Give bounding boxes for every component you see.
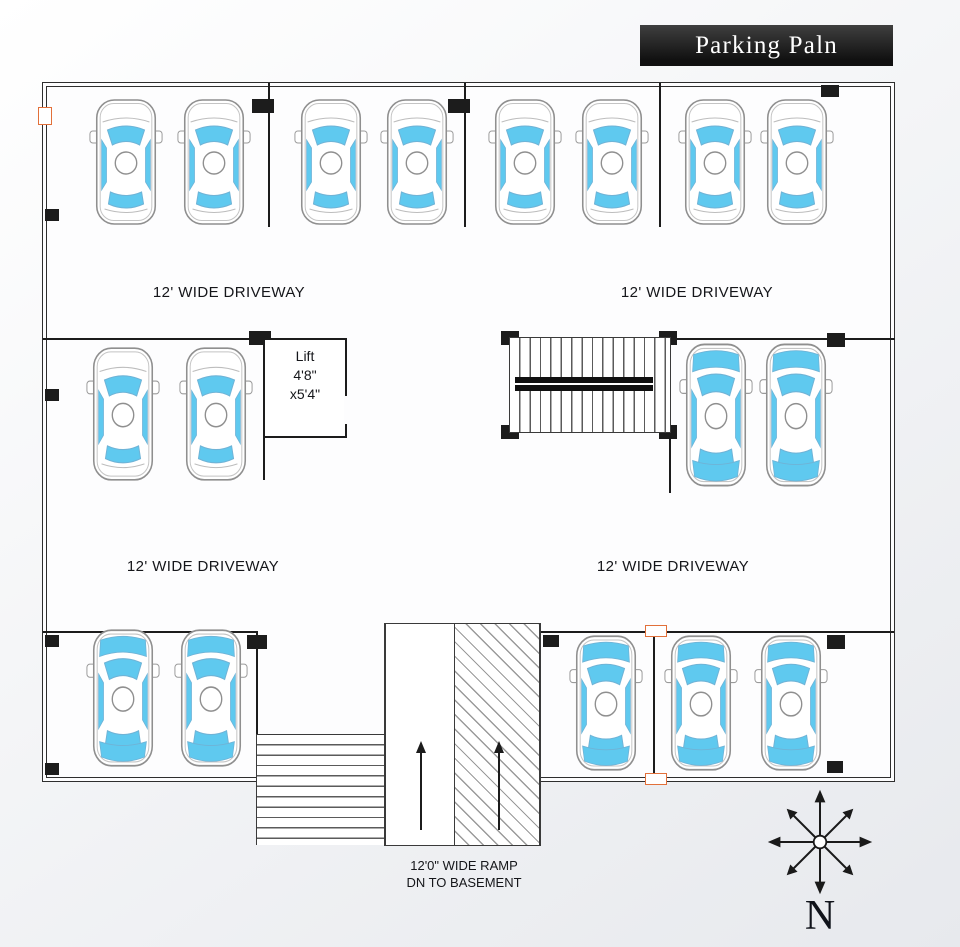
column xyxy=(827,333,845,347)
ramp-edge xyxy=(384,624,386,845)
page-title: Parking Paln xyxy=(695,31,838,59)
up-arrow-icon xyxy=(415,741,426,830)
car xyxy=(757,341,835,489)
column xyxy=(247,635,267,649)
wall xyxy=(268,83,270,227)
car xyxy=(292,97,370,227)
car xyxy=(177,345,255,483)
car xyxy=(677,341,755,489)
car xyxy=(172,627,250,769)
lift-label: Lift xyxy=(295,348,315,364)
accent-marker xyxy=(645,625,667,637)
ramp-divider xyxy=(454,624,456,845)
lift-door-opening xyxy=(344,396,348,424)
wall xyxy=(669,338,895,340)
column xyxy=(543,635,559,647)
ramp-label-line2: DN TO BASEMENT xyxy=(406,875,522,890)
accent-marker xyxy=(645,773,667,785)
column xyxy=(827,761,843,773)
wall xyxy=(653,631,655,781)
basement-ramp xyxy=(384,623,541,846)
ramp-label-line1: 12'0" WIDE RAMP xyxy=(410,858,518,873)
car xyxy=(676,97,754,227)
car xyxy=(175,97,253,227)
compass-rose-icon xyxy=(766,788,874,896)
car xyxy=(378,97,456,227)
wall xyxy=(43,631,258,633)
column xyxy=(45,763,59,775)
wall xyxy=(256,631,258,781)
accent-marker xyxy=(38,107,52,125)
floor-plan: Lift 4'8" x5'4" 12'0" WIDE RAMP DN TO BA… xyxy=(38,82,895,890)
ramp-hatching xyxy=(455,624,540,845)
car xyxy=(752,633,830,773)
car xyxy=(84,345,162,483)
driveway-label: 12' WIDE DRIVEWAY xyxy=(620,284,774,301)
column xyxy=(45,389,59,401)
column xyxy=(821,85,839,97)
stair-handrail xyxy=(515,377,653,391)
car xyxy=(84,627,162,769)
car xyxy=(758,97,836,227)
column xyxy=(827,635,845,649)
column xyxy=(45,635,59,647)
column xyxy=(448,99,470,113)
car xyxy=(486,97,564,227)
lift-size-line1: 4'8" xyxy=(293,367,317,383)
staircase-to-basement xyxy=(256,734,388,845)
car xyxy=(87,97,165,227)
car xyxy=(573,97,651,227)
ramp-edge xyxy=(539,624,541,845)
car xyxy=(567,633,645,773)
lift-room: Lift 4'8" x5'4" xyxy=(263,338,348,438)
ramp-label: 12'0" WIDE RAMP DN TO BASEMENT xyxy=(364,857,564,891)
north-label: N xyxy=(804,893,836,939)
wall xyxy=(263,438,265,480)
staircase xyxy=(509,337,671,433)
wall xyxy=(43,338,265,340)
car xyxy=(662,633,740,773)
wall xyxy=(541,631,894,633)
cars-layer xyxy=(43,83,894,781)
wall xyxy=(659,83,661,227)
driveway-label: 12' WIDE DRIVEWAY xyxy=(596,558,750,575)
column xyxy=(252,99,274,113)
title-banner: Parking Paln xyxy=(640,25,893,66)
wall xyxy=(464,83,466,227)
driveway-label: 12' WIDE DRIVEWAY xyxy=(152,284,306,301)
lift-size-line2: x5'4" xyxy=(289,386,321,402)
column xyxy=(45,209,59,221)
driveway-label: 12' WIDE DRIVEWAY xyxy=(126,558,280,575)
up-arrow-icon xyxy=(493,741,504,830)
